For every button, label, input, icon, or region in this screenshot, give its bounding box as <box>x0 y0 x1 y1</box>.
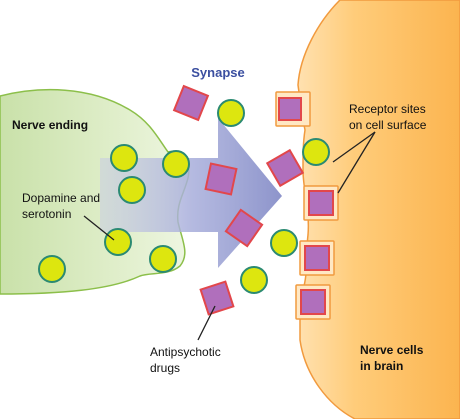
drug-square <box>265 148 305 188</box>
drug-square <box>304 245 330 271</box>
receptor-label: Receptor sites on cell surface <box>349 102 429 132</box>
nerve-ending-label: Nerve ending <box>12 118 88 132</box>
dopamine-label: Dopamine and serotonin <box>22 191 103 221</box>
antipsychotic-label: Antipsychotic drugs <box>150 345 224 375</box>
drug-square <box>308 190 334 216</box>
neurotransmitter-dot <box>110 144 138 172</box>
drug-square <box>224 208 264 248</box>
drug-squares <box>172 84 334 316</box>
neurotransmitter-dot <box>38 255 66 283</box>
drug-square <box>300 289 326 315</box>
neurotransmitter-dot <box>118 176 146 204</box>
drug-square <box>204 162 238 196</box>
neurotransmitter-dot <box>302 138 330 166</box>
neurotransmitter-dot <box>240 266 268 294</box>
neurotransmitter-dot <box>104 228 132 256</box>
neurotransmitter-dot <box>149 245 177 273</box>
nerve-cells-label: Nerve cells in brain <box>360 343 427 373</box>
neurotransmitter-dot <box>162 150 190 178</box>
neurotransmitter-dot <box>217 99 245 127</box>
drug-square <box>278 97 302 121</box>
drug-square <box>172 84 210 122</box>
leader-lines <box>83 131 376 341</box>
drug-square <box>199 280 235 316</box>
synapse-label: Synapse <box>191 65 244 80</box>
neurotransmitter-dot <box>270 229 298 257</box>
neurotransmitter-dots <box>38 99 330 294</box>
